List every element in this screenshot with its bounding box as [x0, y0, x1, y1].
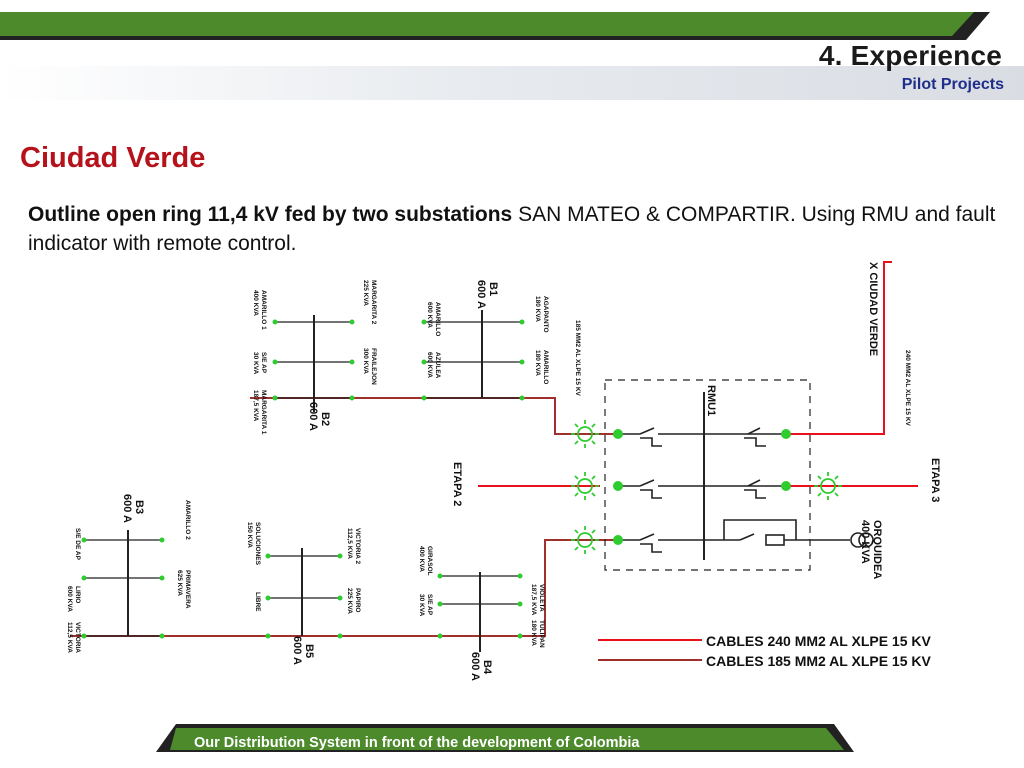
section-title: 4. Experience [818, 40, 1002, 71]
load-tulipan: TULIPAN [538, 620, 545, 648]
load-victoria-kva: 112,5 KVA [66, 622, 73, 653]
load-se-ap-b2-kva: 30 KVA [252, 352, 259, 375]
single-line-diagram: RMU1 X CIUDAD V [66, 261, 941, 681]
load-margarita-1: MARGARITA 1 [260, 390, 267, 435]
load-margarita-2-kva: 225 KVA [362, 280, 369, 306]
cable-legend: CABLES 240 MM2 AL XLPE 15 KV CABLES 185 … [598, 633, 932, 669]
load-azulea: AZULEA [434, 352, 441, 379]
load-amarillo-1-kva: 400 KVA [252, 290, 259, 316]
fault-indicator-icon [571, 420, 599, 448]
legend-label-185: CABLES 185 MM2 AL XLPE 15 KV [706, 653, 932, 669]
load-frailejon-kva: 300 KVA [362, 348, 369, 374]
load-girasol-kva: 400 KVA [418, 546, 425, 572]
load-amarillo-2: AMARILLO 2 [184, 500, 191, 540]
rmu-nodes [613, 429, 791, 545]
load-papiro: PAPIRO [354, 588, 361, 612]
load-papiro-kva: 225 KVA [346, 588, 353, 614]
bus-b3-amps: 600 A [121, 494, 133, 523]
load-se-ap-b4-kva: 30 KVA [418, 594, 425, 617]
load-violeta: VIOLETA [538, 584, 545, 612]
bus-b5-name: B5 [303, 644, 315, 658]
description-rest: SAN MATEO & COMPARTIR. Using RMU and fau… [28, 203, 996, 255]
rmu-row-bottom [618, 519, 874, 553]
bus-b2: B2 600 A AMARILLO 1 400 KVA MARGARITA 2 … [252, 280, 377, 435]
fault-indicator-icon [814, 472, 842, 500]
bus-b4-name: B4 [481, 660, 493, 675]
description-bold: Outline open ring 11,4 kV fed by two sub… [28, 203, 513, 226]
fault-indicator-icon [571, 472, 599, 500]
load-azulea-kva: 600 KVA [426, 352, 433, 378]
load-girasol: GIRASOL [426, 546, 433, 576]
orquidea-name: ORQUIDEA [871, 520, 883, 579]
footer-text: Our Distribution System in front of the … [194, 735, 640, 751]
load-lirio-kva: 600 KVA [66, 586, 73, 612]
bus-b5-amps: 600 A [291, 636, 303, 665]
load-amarillo-b1: AMARILLO [542, 350, 549, 384]
load-soluciones: SOLUCIONES [254, 522, 261, 566]
fault-indicator-icon [571, 526, 599, 554]
load-victoria-2: VICTORIA 2 [354, 528, 361, 565]
load-primavera-kva: 625 KVA [176, 570, 183, 596]
load-tulipan-kva: 180 KVA [530, 620, 537, 646]
feeder-label: X CIUDAD VERDE [867, 262, 879, 356]
bus-b2-name: B2 [319, 412, 331, 426]
load-agapanto-kva: 180 KVA [534, 296, 541, 322]
feeder-240-line [786, 261, 892, 435]
load-frailejon: FRAILEJON [370, 348, 377, 385]
bus-b1-amps: 600 A [475, 280, 487, 309]
load-margarita-1-kva: 187,5 KVA [252, 390, 259, 422]
bus-b3: B3 600 A S/E DE AP AMARILLO 2 LIRIO 600 … [66, 494, 191, 653]
header-band [0, 12, 1024, 100]
cable-label-240: 240 MM2 AL XLPE 15 KV [904, 350, 911, 427]
load-libre: LIBRE [254, 592, 261, 612]
bus-b2-amps: 600 A [307, 402, 319, 431]
legend-label-240: CABLES 240 MM2 AL XLPE 15 KV [706, 633, 932, 649]
bus-b1: B1 600 A AGAPANTO 180 KVA AMARILLO 180 K… [421, 280, 549, 401]
slide-heading: Ciudad Verde [20, 142, 206, 174]
rmu-label: RMU1 [705, 385, 717, 416]
load-soluciones-kva: 150 KVA [246, 522, 253, 548]
load-victoria-2-kva: 112,5 KVA [346, 528, 353, 559]
etapa3-label: ETAPA 3 [929, 458, 941, 502]
cable-185-bottom [70, 539, 618, 637]
load-se-ap-b2: S/E AP [260, 352, 267, 374]
orquidea-kva: 400 KVA [859, 520, 871, 564]
load-agapanto: AGAPANTO [542, 296, 549, 333]
footer-band [0, 724, 1024, 768]
load-amarillo-b1-left: AMARILLO [434, 302, 441, 336]
load-se-ap-b4: S/E AP [426, 594, 433, 616]
section-subtitle: Pilot Projects [901, 76, 1004, 93]
rmu-row-mid [618, 479, 786, 499]
rmu-row-top [618, 427, 786, 447]
load-amarillo-b1-left-kva: 600 KVA [426, 302, 433, 328]
bus-b1-name: B1 [487, 282, 499, 296]
load-primavera: PRIMAVERA [184, 570, 191, 609]
bus-b4-amps: 600 A [469, 652, 481, 681]
load-lirio: LIRIO [74, 586, 81, 603]
load-violeta-kva: 187,5 KVA [530, 584, 537, 616]
rmu-enclosure [604, 379, 811, 571]
bus-b3-name: B3 [133, 500, 145, 514]
load-victoria: VICTORIA [74, 622, 81, 653]
load-amarillo-1: AMARILLO 1 [260, 290, 267, 330]
bus-b4: B4 600 A GIRASOL 400 KVA VIOLETA 187,5 K… [418, 546, 545, 681]
load-amarillo-b1-kva: 180 KVA [534, 350, 541, 376]
cable-185-top [250, 397, 618, 435]
etapa2-label: ETAPA 2 [451, 462, 463, 506]
bus-b5: B5 600 A SOLUCIONES 150 KVA VICTORIA 2 1… [246, 522, 361, 665]
description: Outline open ring 11,4 kV fed by two sub… [28, 200, 998, 258]
load-se-de-ap: S/E DE AP [74, 528, 81, 561]
cable-label-185: 185 MM2 AL XLPE 15 KV [574, 320, 581, 397]
load-margarita-2: MARGARITA 2 [370, 280, 377, 325]
